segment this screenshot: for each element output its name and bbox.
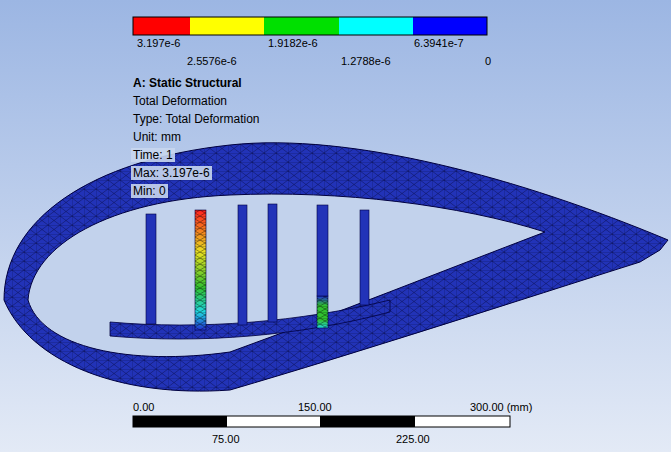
result-info: Max: 3.197e-6	[131, 166, 212, 180]
analysis-title: A: Static Structural	[133, 76, 242, 90]
scale-value: 0.00	[133, 400, 154, 414]
scale-bar	[133, 416, 510, 427]
scale-segment	[133, 416, 227, 427]
legend-value: 1.9182e-6	[268, 36, 318, 50]
result-info: Type: Total Deformation	[133, 112, 260, 126]
airfoil-model	[4, 143, 668, 391]
rib	[268, 204, 277, 322]
mesh	[4, 143, 668, 391]
mesh	[317, 296, 328, 328]
mesh	[195, 210, 206, 330]
color-bar-frame	[133, 17, 487, 35]
legend-value: 3.197e-6	[137, 36, 180, 50]
legend-value: 6.3941e-7	[414, 36, 464, 50]
rib	[146, 214, 156, 324]
color-band	[413, 17, 487, 35]
rib	[360, 210, 369, 305]
scale-segment	[320, 416, 415, 427]
rib	[317, 296, 328, 328]
scale-value: 300.00 (mm)	[470, 400, 532, 414]
rib-mesh	[195, 210, 328, 330]
scale-value: 225.00	[396, 432, 430, 446]
scale-segment	[227, 416, 320, 427]
wing-cavity	[28, 194, 545, 357]
wing-skin	[4, 143, 668, 391]
scale-value: 150.00	[298, 400, 332, 414]
legend-value: 1.2788e-6	[341, 54, 391, 68]
color-band	[264, 17, 339, 35]
color-band	[190, 17, 264, 35]
rib	[238, 205, 247, 325]
scale-segment	[415, 416, 510, 427]
rib	[317, 205, 328, 296]
result-info: Min: 0	[131, 184, 168, 198]
scale-frame	[133, 416, 510, 427]
color-bar	[133, 17, 487, 35]
color-band	[133, 17, 190, 35]
legend-value: 2.5576e-6	[187, 54, 237, 68]
legend-value: 0	[485, 54, 491, 68]
result-info: Time: 1	[131, 148, 175, 162]
result-info: Total Deformation	[133, 94, 227, 108]
result-info: Unit: mm	[133, 130, 181, 144]
scale-value: 75.00	[212, 432, 240, 446]
color-band	[339, 17, 413, 35]
rib	[195, 210, 206, 330]
